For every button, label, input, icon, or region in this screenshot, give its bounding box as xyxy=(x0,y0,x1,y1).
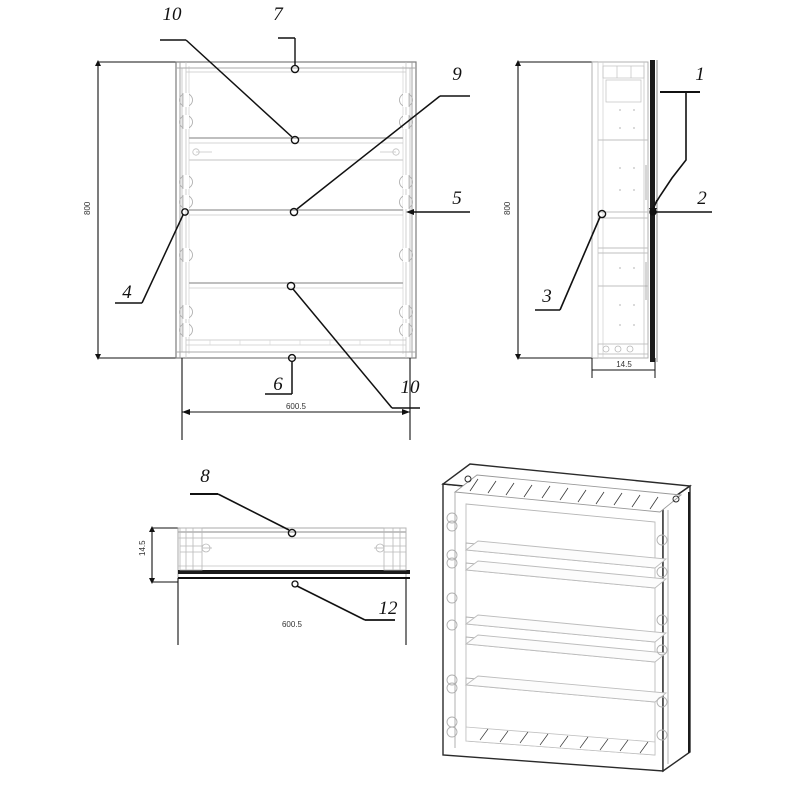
side-depth-value: 14.5 xyxy=(616,360,632,369)
callout-8-label: 8 xyxy=(200,466,210,487)
side-elevation-view: 800 xyxy=(503,60,712,378)
callout-2-label: 2 xyxy=(697,188,707,209)
callout-2: 2 xyxy=(649,188,712,216)
side-height-dimension: 800 xyxy=(503,60,598,360)
callout-10-top-label: 10 xyxy=(163,4,183,25)
callout-3: 3 xyxy=(535,209,607,311)
iso-right-hinges xyxy=(656,534,668,741)
top-plan-view: 14.5 xyxy=(138,466,410,645)
front-height-dimension: 800 xyxy=(83,60,186,360)
front-width-dimension: 600.5 xyxy=(181,358,411,440)
callout-4-label: 4 xyxy=(122,282,132,303)
callout-3-label: 3 xyxy=(541,286,552,307)
iso-corner-fasteners xyxy=(464,475,680,503)
callout-7-label: 7 xyxy=(273,4,284,25)
top-depth-dimension: 14.5 xyxy=(138,526,178,584)
iso-door-edge xyxy=(688,492,690,753)
callout-6: 6 xyxy=(265,353,297,395)
top-depth-value: 14.5 xyxy=(138,540,147,556)
top-width-value: 600.5 xyxy=(282,620,303,629)
callout-7: 7 xyxy=(273,4,300,74)
isometric-3d-view xyxy=(441,463,692,773)
front-height-value: 800 xyxy=(83,201,92,215)
callout-12: 12 xyxy=(291,580,399,621)
side-depth-dimension: 14.5 xyxy=(591,358,656,378)
callout-9-label: 9 xyxy=(452,64,462,85)
front-shelf-rails xyxy=(189,137,403,289)
callout-6-label: 6 xyxy=(273,374,283,395)
callout-9: 9 xyxy=(289,64,470,217)
top-width-dimension: 600.5 xyxy=(177,578,407,645)
callout-8: 8 xyxy=(190,466,297,538)
iso-shelves xyxy=(464,540,668,703)
callout-1-label: 1 xyxy=(695,64,705,85)
callout-12-label: 12 xyxy=(379,598,399,619)
front-elevation-view: 800 xyxy=(83,4,470,440)
side-height-value: 800 xyxy=(503,201,512,215)
callout-10-top: 10 xyxy=(160,4,300,145)
callout-5: 5 xyxy=(406,188,470,215)
front-width-value: 600.5 xyxy=(286,402,307,411)
callout-5-label: 5 xyxy=(452,188,462,209)
callout-4: 4 xyxy=(115,208,189,304)
iso-left-hinges xyxy=(446,512,458,738)
